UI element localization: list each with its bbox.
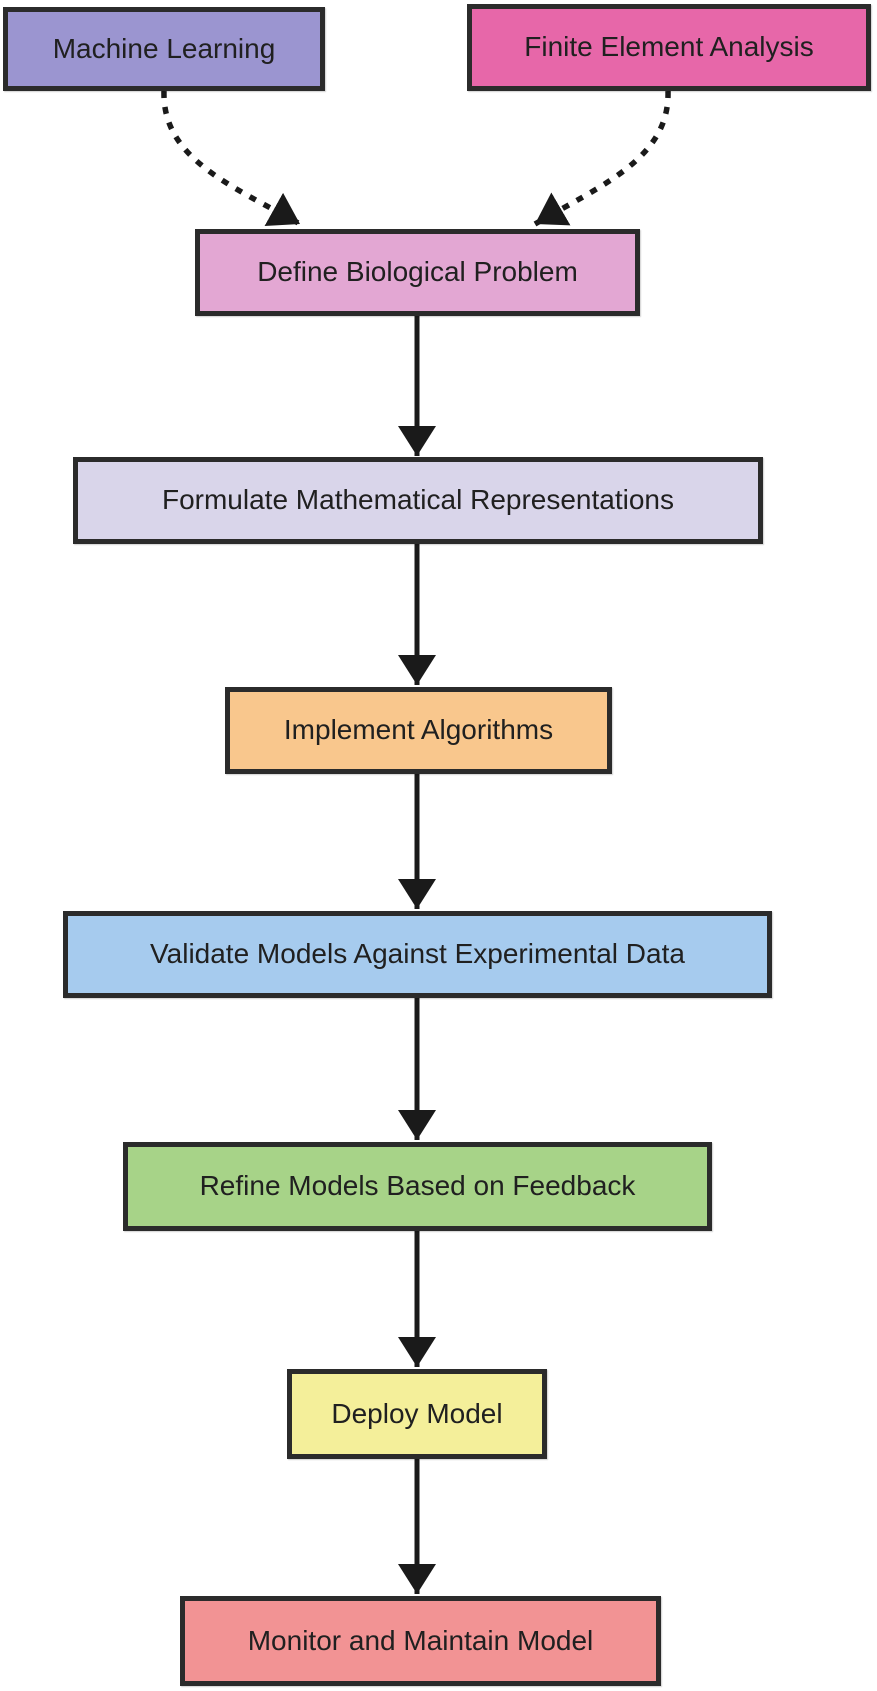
node-refine-models: Refine Models Based on Feedback <box>123 1142 712 1231</box>
node-define-biological-problem: Define Biological Problem <box>195 229 640 316</box>
node-label-machine-learning: Machine Learning <box>52 32 276 64</box>
node-label-deploy-model: Deploy Model <box>331 1397 503 1429</box>
node-formulate-mathematical-representations: Formulate Mathematical Representations <box>73 457 763 544</box>
node-finite-element-analysis: Finite Element Analysis <box>467 4 871 91</box>
node-label-refine-models: Refine Models Based on Feedback <box>199 1170 636 1202</box>
node-label-finite-element-analysis: Finite Element Analysis <box>524 31 814 63</box>
node-label-monitor-maintain-model: Monitor and Maintain Model <box>247 1624 594 1656</box>
node-implement-algorithms: Implement Algorithms <box>225 687 612 774</box>
node-machine-learning: Machine Learning <box>3 7 325 91</box>
node-label-validate-models: Validate Models Against Experimental Dat… <box>150 938 685 970</box>
dashed-arrow-finite-element-analysis-to-define <box>533 90 671 227</box>
dashed-arrow-machine-learning-to-define <box>161 90 302 227</box>
node-label-implement-algorithms: Implement Algorithms <box>283 714 554 746</box>
node-deploy-model: Deploy Model <box>287 1369 547 1459</box>
node-label-define-biological-problem: Define Biological Problem <box>257 256 578 288</box>
node-validate-models: Validate Models Against Experimental Dat… <box>63 911 772 998</box>
node-label-formulate-mathematical-representations: Formulate Mathematical Representations <box>161 484 674 516</box>
node-monitor-maintain-model: Monitor and Maintain Model <box>180 1596 661 1686</box>
